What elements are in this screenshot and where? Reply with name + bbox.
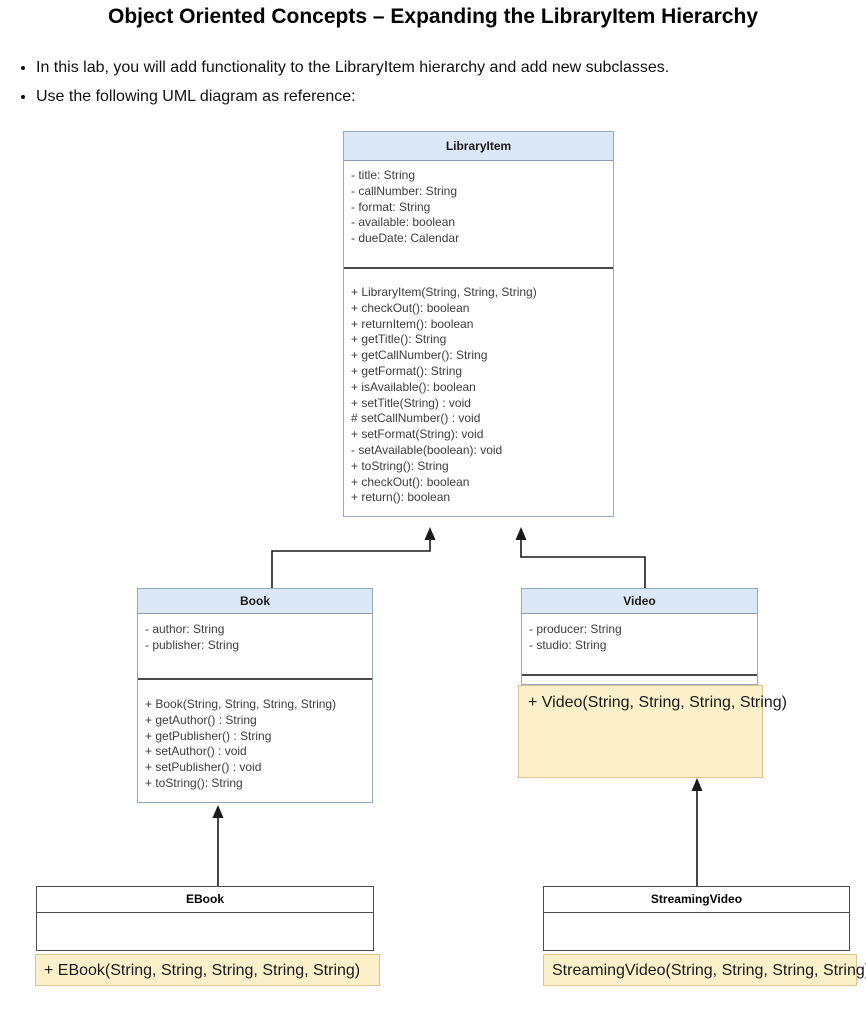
uml-text-line: + getAuthor() : String — [145, 712, 257, 727]
uml-text-line: + returnItem(): boolean — [351, 316, 474, 331]
class-book: Book - author: String- publisher: String… — [137, 588, 373, 803]
class-streamingvideo-name: StreamingVideo — [544, 887, 849, 913]
uml-text-line: - dueDate: Calendar — [351, 231, 460, 246]
uml-text-line: - setAvailable(boolean): void — [351, 442, 503, 457]
uml-text-line: - producer: String — [529, 622, 622, 636]
arrow-video-to-libraryitem — [520, 540, 646, 588]
uml-text-line: + isAvailable(): boolean — [351, 379, 476, 394]
uml-text-line: + return(): boolean — [351, 490, 451, 505]
uml-text-line: - author: String — [145, 622, 225, 636]
uml-text-line: - title: String — [351, 168, 416, 182]
uml-text-line: + Video(String, String, String, String) — [528, 694, 787, 711]
uml-text-line: + setPublisher() : void — [145, 760, 262, 775]
uml-text-line: + toString(): String — [351, 458, 449, 473]
page-title: Object Oriented Concepts – Expanding the… — [108, 5, 758, 28]
class-ebook-methods: + EBook(String, String, String, String, … — [35, 954, 380, 986]
uml-text-line: + Book(String, String, String, String) — [145, 697, 337, 711]
class-streamingvideo-methods: StreamingVideo(String, String, String, S… — [543, 954, 866, 986]
uml-text-line: + EBook(String, String, String, String, … — [44, 962, 361, 979]
class-libraryitem-methods: + LibraryItem(String, String, String)+ c… — [344, 269, 613, 506]
uml-text-line: + getFormat(): String — [351, 363, 463, 378]
class-book-name: Book — [138, 589, 372, 614]
arrowhead-icon — [424, 527, 436, 540]
class-ebook-attributes — [37, 913, 373, 951]
uml-text-line: + checkOut(): boolean — [351, 474, 470, 489]
arrow-book-to-libraryitem — [271, 540, 431, 588]
bullet-item: In this lab, you will add functionality … — [36, 57, 856, 78]
instruction-bullet-list: In this lab, you will add functionality … — [14, 57, 856, 115]
uml-text-line: # setCallNumber() : void — [351, 411, 481, 426]
class-video-methods: + Video(String, String, String, String) — [518, 685, 787, 778]
uml-text-line: + setTitle(String) : void — [351, 395, 471, 410]
uml-text-line: StreamingVideo(String, String, String, S… — [552, 962, 866, 979]
uml-text-line: + LibraryItem(String, String, String) — [351, 285, 537, 299]
uml-text-line: + toString(): String — [145, 775, 243, 790]
class-ebook: EBook — [36, 886, 374, 951]
class-libraryitem-name: LibraryItem — [344, 132, 613, 161]
class-video-attributes: - producer: String- studio: String — [522, 614, 757, 676]
arrowhead-icon — [515, 527, 527, 540]
uml-text-line: + getPublisher() : String — [145, 728, 272, 743]
uml-text-line: + getTitle(): String — [351, 332, 447, 347]
class-libraryitem-attributes: - title: String- callNumber: String- for… — [344, 161, 613, 269]
class-book-methods: + Book(String, String, String, String)+ … — [138, 680, 372, 792]
uml-text-line: - callNumber: String — [351, 183, 458, 198]
uml-text-line: + setFormat(String): void — [351, 427, 484, 442]
uml-text-line: - studio: String — [529, 637, 607, 652]
uml-text-line: - available: boolean — [351, 215, 456, 230]
arrowhead-icon — [691, 778, 703, 791]
uml-text-line: + setAuthor() : void — [145, 744, 247, 759]
class-streamingvideo: StreamingVideo — [543, 886, 850, 951]
uml-text-line: + checkOut(): boolean — [351, 300, 470, 315]
arrowhead-icon — [212, 805, 224, 818]
bullet-item: Use the following UML diagram as referen… — [36, 86, 856, 107]
uml-text-line: - publisher: String — [145, 637, 240, 652]
class-video: Video - producer: String- studio: String — [521, 588, 758, 685]
class-streamingvideo-attributes — [544, 913, 849, 951]
uml-text-line: - format: String — [351, 199, 431, 214]
class-ebook-name: EBook — [37, 887, 373, 913]
class-video-name: Video — [522, 589, 757, 614]
class-book-attributes: - author: String- publisher: String — [138, 614, 372, 680]
class-libraryitem: LibraryItem - title: String- callNumber:… — [343, 131, 614, 517]
uml-text-line: + getCallNumber(): String — [351, 348, 488, 363]
